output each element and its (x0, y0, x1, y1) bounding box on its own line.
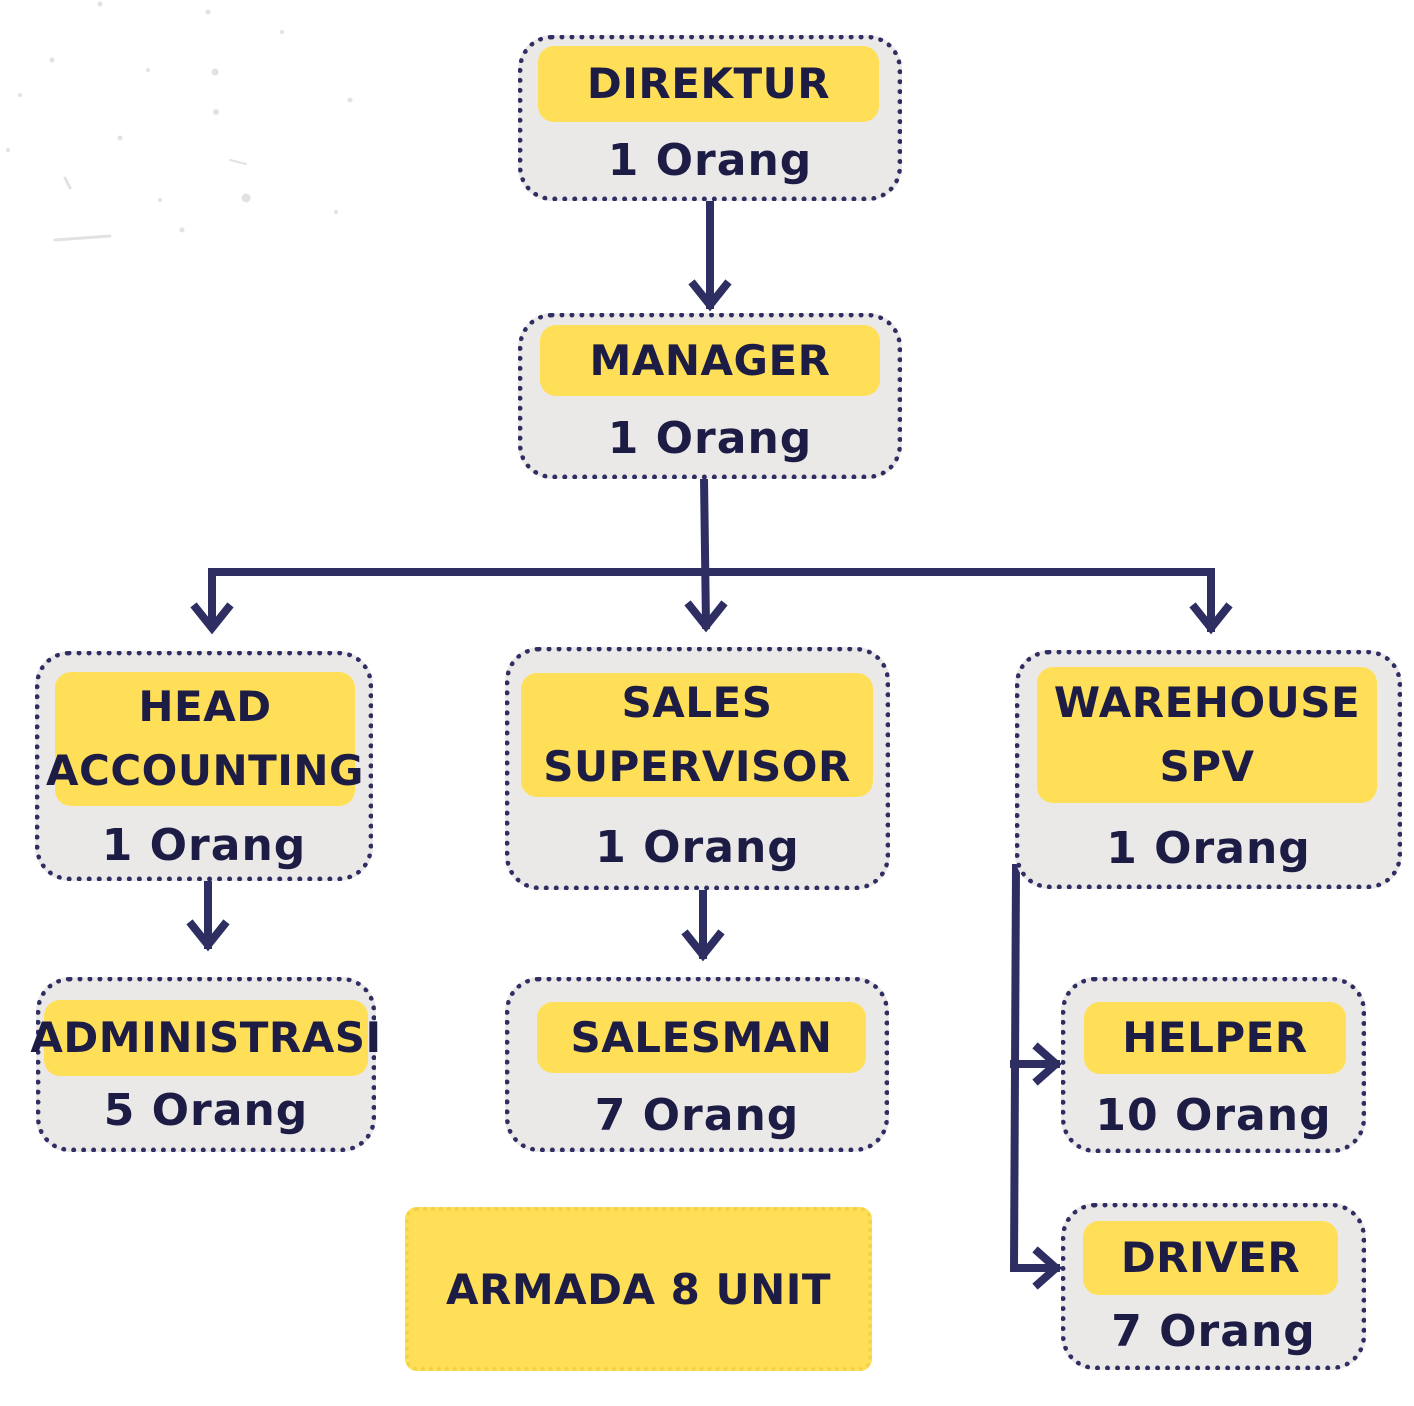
node-head-accounting-count: 1 Orang (101, 820, 307, 871)
node-direktur-count: 1 Orang (607, 135, 813, 186)
node-warehouse-spv: WAREHOUSE SPV 1 Orang (1015, 650, 1402, 889)
node-head-accounting: HEAD ACCOUNTING 1 Orang (35, 651, 373, 881)
node-head-accounting-title: HEAD ACCOUNTING (46, 672, 364, 806)
node-sales-supervisor: SALES SUPERVISOR 1 Orang (505, 647, 890, 890)
node-direktur: DIREKTUR 1 Orang (518, 35, 902, 201)
node-driver-title: DRIVER (1083, 1221, 1338, 1295)
node-sales-supervisor-title: SALES SUPERVISOR (521, 673, 873, 797)
node-warehouse-spv-count: 1 Orang (1106, 823, 1311, 874)
node-sales-supervisor-count: 1 Orang (595, 822, 800, 873)
node-warehouse-spv-title: WAREHOUSE SPV (1037, 667, 1377, 803)
node-administrasi: ADMINISTRASI 5 Orang (30, 977, 381, 1152)
armada-badge: ARMADA 8 UNIT (405, 1207, 872, 1371)
node-administrasi-count: 5 Orang (103, 1085, 309, 1136)
node-administrasi-title: ADMINISTRASI (30, 1000, 381, 1076)
node-helper-title: HELPER (1084, 1002, 1346, 1074)
node-salesman-title: SALESMAN (537, 1002, 866, 1073)
node-direktur-title: DIREKTUR (538, 46, 879, 122)
node-salesman: SALESMAN 7 Orang (505, 977, 889, 1152)
node-helper-count: 10 Orang (1095, 1090, 1332, 1141)
node-manager: MANAGER 1 Orang (518, 313, 902, 479)
node-manager-title: MANAGER (540, 325, 880, 396)
node-manager-count: 1 Orang (607, 413, 813, 464)
decorative-specks (6, 1, 353, 242)
node-driver: DRIVER 7 Orang (1061, 1203, 1366, 1370)
node-salesman-count: 7 Orang (594, 1090, 800, 1141)
node-driver-count: 7 Orang (1111, 1306, 1316, 1357)
node-helper: HELPER 10 Orang (1061, 977, 1366, 1153)
